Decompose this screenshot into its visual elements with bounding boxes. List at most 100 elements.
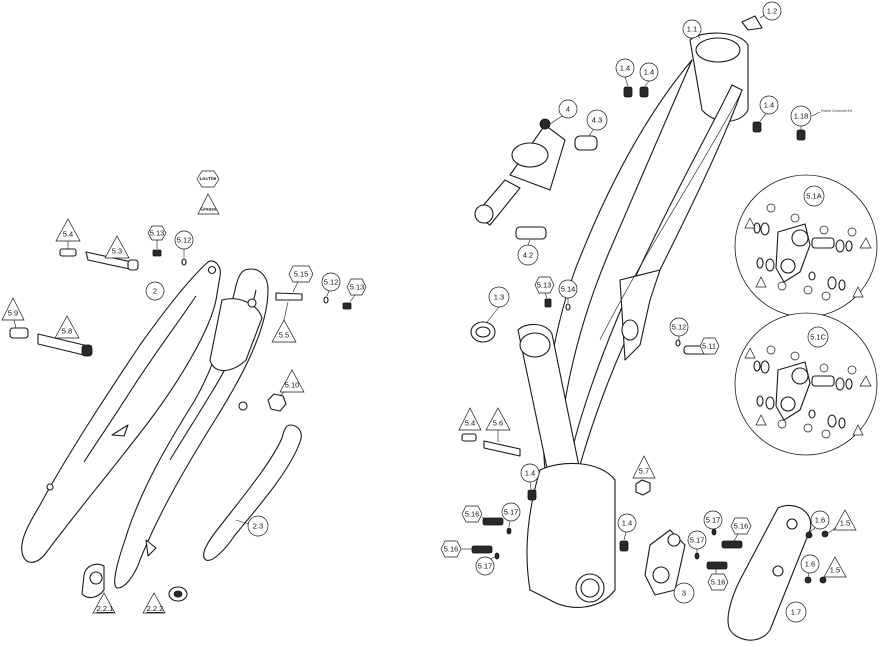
callout-1-7-label: 1.7: [791, 608, 801, 617]
callout-5-7-label: 5.7: [639, 467, 649, 476]
callout-5-17-c-label: 5.17: [706, 516, 721, 525]
callout-5-12-c-label: 5.12: [672, 323, 687, 332]
callout-5-11: [699, 337, 720, 355]
callout-5-8-label: 5.8: [62, 327, 72, 336]
callout-1-7: [785, 601, 807, 623]
callout-5-17-b-label: 5.17: [478, 562, 493, 571]
callout-2-3: [247, 515, 269, 537]
callout-1-1: [682, 19, 702, 39]
callout-1-4-b-label: 1.4: [644, 68, 654, 77]
callout-5-7: [632, 455, 656, 479]
callout-1-2-label: 1.2: [767, 7, 777, 16]
callout-1-4-e: [617, 513, 637, 533]
callout-3-label: 3: [682, 589, 686, 598]
callout-5-17-b: [475, 556, 495, 576]
legend: LocTite Grease: [196, 170, 220, 215]
callout-5-13-c: [534, 276, 555, 294]
callout-2-2-2: [142, 592, 166, 614]
callout-1-2: [762, 1, 782, 21]
callout-2: [145, 281, 165, 301]
callout-2-2-1-label: 2.2.1: [97, 604, 114, 613]
callout-5-3: [104, 235, 130, 259]
callout-5-8: [54, 315, 80, 339]
callout-5-16-a: [461, 505, 483, 523]
loctite-legend-hex: [196, 170, 220, 188]
callout-4-3-label: 4.3: [592, 116, 602, 125]
callout-1-5-a-label: 1.5: [840, 519, 850, 528]
callout-1-4-e-label: 1.4: [622, 519, 632, 528]
callout-1-4-c-label: 1.4: [764, 101, 774, 110]
callout-5-15-label: 5.15: [294, 270, 309, 279]
callout-4-2-label: 4.2: [523, 251, 533, 260]
callout-2-label: 2: [153, 287, 157, 296]
callout-1-1-label: 1.1: [687, 25, 697, 34]
callout-5-12-b: [321, 272, 341, 292]
callout-1-18-label: 1.18: [794, 112, 809, 121]
callout-5-4-a-label: 5.4: [63, 230, 73, 239]
callout-5-17-d-label: 5.17: [690, 536, 705, 545]
seatstay-assembly: [21, 260, 302, 602]
callout-4: [558, 99, 578, 119]
callout-5-15: [288, 265, 314, 283]
grease-legend-label: Grease: [200, 207, 217, 213]
detail-5-1A: [734, 174, 878, 318]
callout-5-1A: [803, 185, 825, 207]
callout-5-17-c: [703, 510, 723, 530]
callout-5-1A-label: 5.1A: [806, 192, 821, 201]
callout-5-13-a: [147, 225, 167, 241]
grease-legend-triangle: [197, 193, 220, 215]
callout-1-4-c: [759, 95, 779, 115]
callout-4-3: [586, 109, 608, 131]
callout-5-16-d-label: 5.16: [711, 578, 726, 587]
callout-5-16-c-label: 5.16: [734, 522, 749, 531]
callouts-hexagons: 5.13 5.13 5.13 5.15 5.11 5.16 5.16 5.16 …: [147, 225, 752, 591]
loctite-legend-label: LocTite: [200, 176, 217, 182]
svg-text:Frame Grommet Kit: Frame Grommet Kit: [821, 109, 852, 113]
callout-5-5-label: 5.5: [279, 331, 289, 340]
left-hardware: [9, 248, 352, 412]
callout-5-13-a-label: 5.13: [150, 229, 165, 238]
callouts-circles: 1.1 1.2 1.3 1.4 1.4 1.4 1.4 1.4 1.6 1.6 …: [145, 1, 830, 623]
callout-3: [673, 582, 695, 604]
right-hardware: Frame Grommet Kit: [461, 15, 852, 641]
callouts-underlined: 2.2.1 2.2.2: [92, 592, 166, 614]
callout-1-4-d-label: 1.4: [525, 469, 535, 478]
callout-5-12-b-label: 5.12: [324, 278, 339, 287]
callout-5-13-c-label: 5.13: [537, 281, 552, 290]
callout-5-17-a-label: 5.17: [504, 508, 519, 517]
main-frame: [517, 32, 749, 608]
callout-5-9: [1, 297, 25, 321]
callout-5-16-c: [730, 517, 752, 535]
callout-5-16-a-label: 5.16: [465, 510, 480, 519]
callout-5-1C-label: 5.1C: [810, 333, 826, 342]
callout-5-13-b-label: 5.13: [350, 283, 365, 292]
callout-5-3-label: 5.3: [112, 247, 122, 256]
callout-1-5-b: [823, 556, 847, 578]
callout-5-12-a-label: 5.12: [177, 236, 192, 245]
callout-2-2-1: [92, 592, 116, 614]
callouts-triangles: 5.4 5.3 5.9 5.8 5.5 5.10 5.4 5.6 5.7 1.5…: [1, 218, 857, 578]
callout-1-4-a-label: 1.4: [620, 64, 630, 73]
callout-1-6-b: [800, 554, 820, 574]
callout-5-1C: [807, 326, 829, 348]
callout-5-4-b-label: 5.4: [465, 419, 475, 428]
callout-5-10-label: 5.10: [285, 381, 300, 390]
callout-5-9-label: 5.9: [8, 309, 18, 318]
callout-1-6-a-label: 1.6: [815, 516, 825, 525]
detail-5-1C: [734, 312, 878, 456]
callout-1-6-a: [810, 510, 830, 530]
callout-2-2-2-label: 2.2.2: [147, 604, 164, 613]
callout-5-16-b-label: 5.16: [444, 545, 459, 554]
callout-4-label: 4: [566, 105, 570, 114]
callout-5-4-b: [458, 407, 482, 431]
callout-1-3-label: 1.3: [494, 293, 504, 302]
callout-5-16-d: [707, 573, 729, 591]
callout-5-5: [271, 319, 297, 343]
callout-5-10: [279, 369, 305, 393]
callout-5-11-label: 5.11: [702, 342, 716, 351]
callout-5-14-label: 5.14: [561, 285, 576, 294]
callout-5-13-b: [346, 278, 367, 296]
callout-2-3-label: 2.3: [253, 522, 263, 531]
callout-1-5-a: [833, 509, 857, 531]
